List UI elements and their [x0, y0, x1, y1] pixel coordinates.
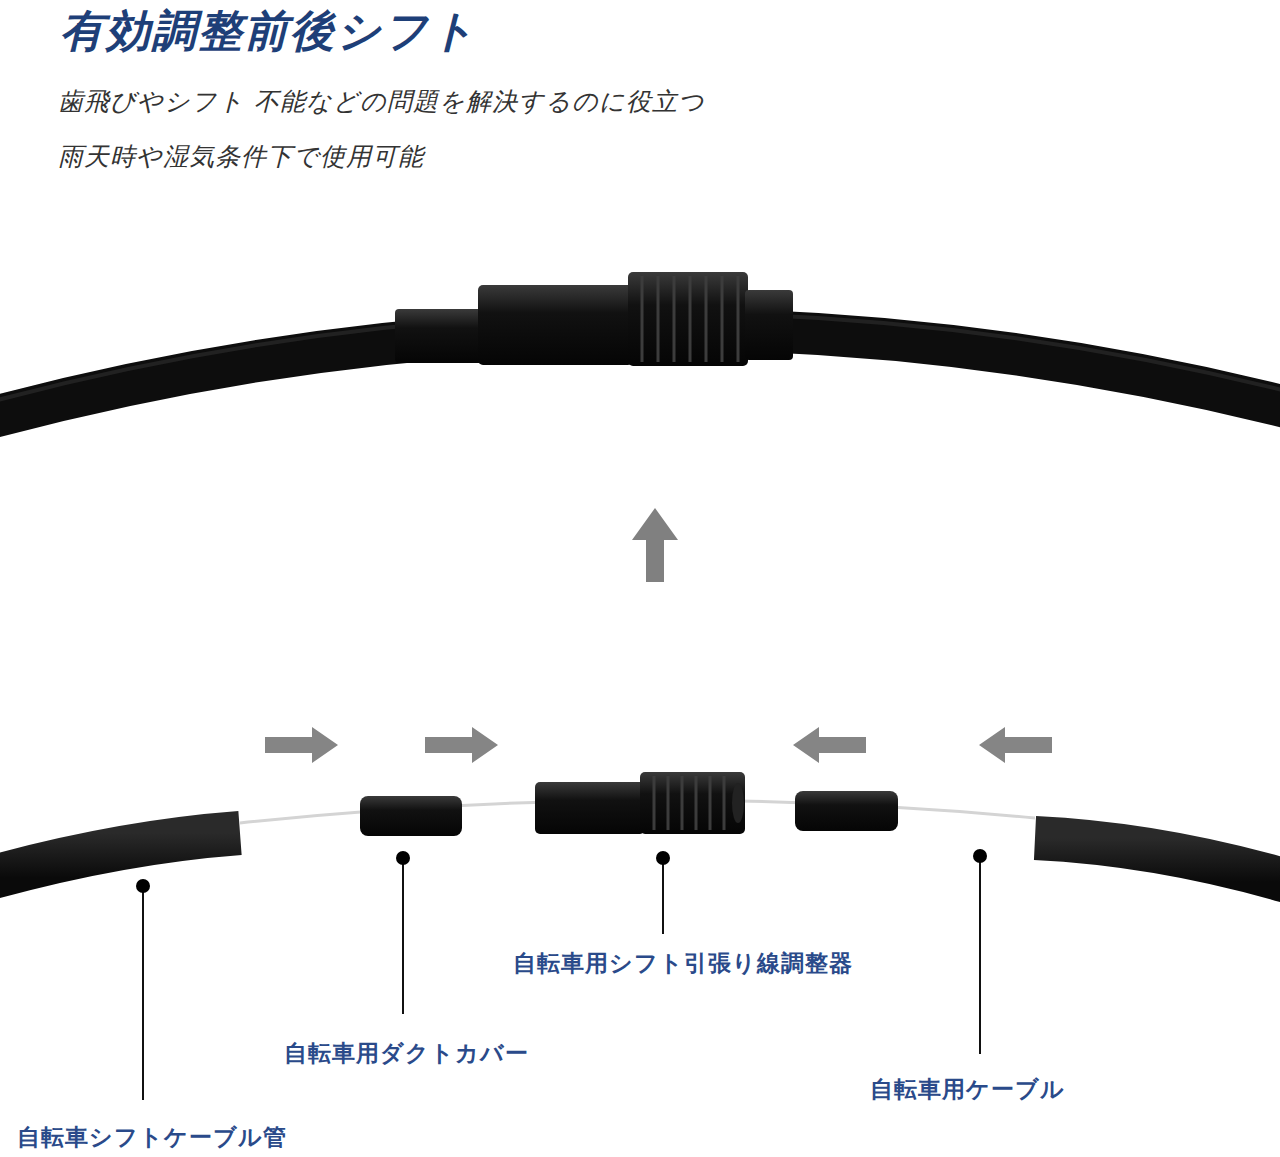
- title: 有効調整前後シフト: [60, 2, 477, 61]
- subtitle: 歯飛びやシフト 不能などの問題を解決するのに役立つ: [58, 85, 705, 118]
- subtitle: 雨天時や湿気条件下で使用可能: [58, 140, 424, 173]
- part-label: 自転車シフトケーブル管: [15, 1122, 289, 1153]
- part-label: 自転車用シフト引張り線調整器: [511, 948, 855, 979]
- up-arrow: [632, 508, 678, 582]
- part-label: 自転車用ケーブル: [868, 1074, 1067, 1105]
- leader-lines: [143, 856, 980, 1100]
- part-label: 自転車用ダクトカバー: [282, 1038, 531, 1069]
- leader-dots: [136, 849, 987, 893]
- exploded-cable: [0, 772, 1280, 882]
- assembled-cable: [0, 272, 1280, 418]
- direction-arrows: [265, 727, 1052, 763]
